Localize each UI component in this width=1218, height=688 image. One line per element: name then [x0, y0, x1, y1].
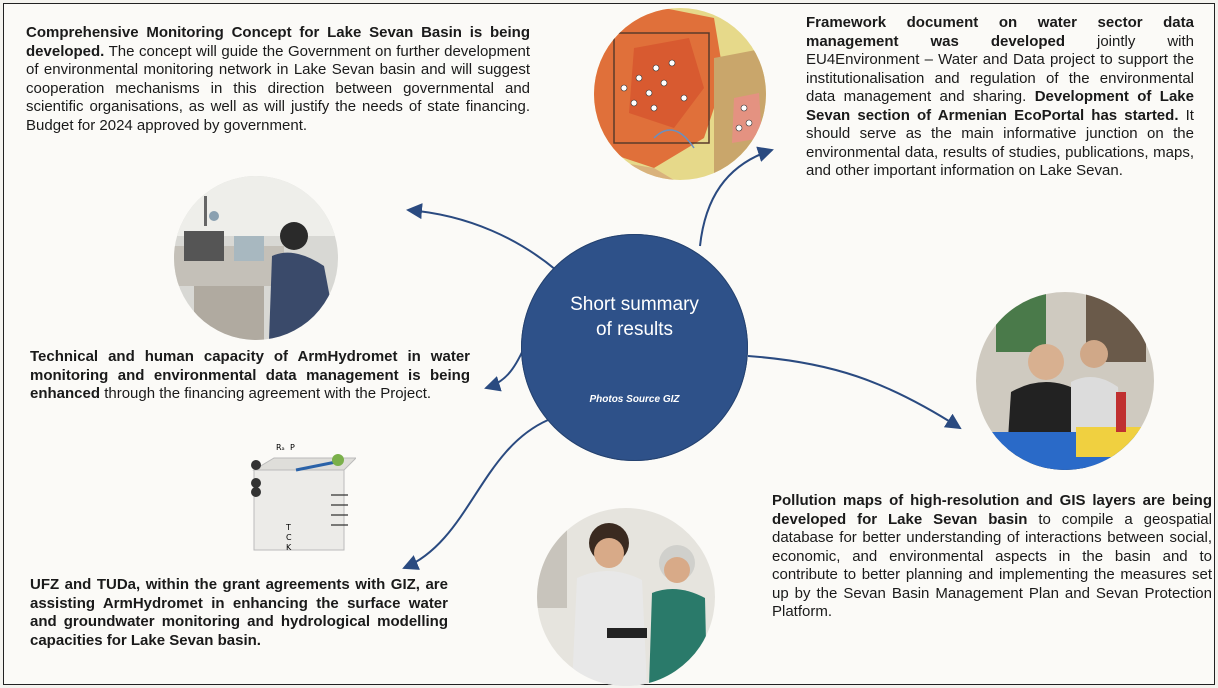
text-monitoring-concept: Comprehensive Monitoring Concept for Lak…: [26, 24, 530, 135]
diagram-label-p: P: [290, 443, 295, 452]
framework-heading: Framework document on water sector data …: [806, 14, 1194, 50]
lab-photo: [174, 176, 338, 340]
gis-photo: [976, 292, 1154, 470]
capacity-heading: Technical and human capacity of ArmHydro…: [30, 348, 470, 402]
people-photo: [537, 508, 715, 686]
diagram-label-ra: Rₐ: [276, 443, 285, 452]
model-diagram: Rₐ P T C K: [226, 440, 358, 560]
hydrology-model-diagram: Rₐ P T C K: [251, 443, 358, 552]
summary-title-line2: of results: [595, 319, 674, 340]
photo-source: Photos Source GIZ: [589, 394, 680, 405]
lab-image: [174, 176, 338, 340]
diagram-label-c: C: [286, 533, 292, 542]
ecoportal-heading: Development of Lake Sevan section of Arm…: [806, 88, 1194, 124]
summary-title: Short summary of results: [521, 292, 748, 342]
text-framework: Framework document on water sector data …: [806, 14, 1194, 181]
text-ufz: UFZ and TUDa, within the grant agreement…: [30, 576, 448, 650]
text-capacity: Technical and human capacity of ArmHydro…: [30, 348, 470, 404]
map-image: [594, 8, 766, 180]
summary-title-line1: Short summary: [570, 294, 699, 315]
diagram-label-t: T: [285, 523, 291, 532]
pollution-heading: Pollution maps of high-resolution and GI…: [772, 492, 1212, 528]
gis-image: [976, 292, 1154, 470]
monitoring-concept-heading: Comprehensive Monitoring Concept for Lak…: [26, 24, 530, 60]
arrow-to-gis: [747, 355, 962, 430]
diagram-label-k: K: [286, 543, 292, 552]
arrow-to-capacity: [484, 347, 525, 392]
arrow-to-framework: [699, 146, 774, 247]
arrow-to-ufz: [402, 419, 549, 570]
text-pollution: Pollution maps of high-resolution and GI…: [772, 492, 1212, 622]
ecoportal-body: It should serve as the main informative …: [806, 106, 1194, 180]
map-photo: [594, 8, 766, 180]
capacity-body: through the financing agreement with the…: [100, 385, 432, 402]
monitoring-concept-body: The concept will guide the Government on…: [26, 42, 530, 134]
arrow-to-lab: [406, 203, 557, 271]
ufz-heading: UFZ and TUDa, within the grant agreement…: [30, 576, 448, 649]
summary-circle: Short summary of results Photos Source G…: [521, 234, 748, 461]
framework-body: jointly with EU4Environment – Water and …: [806, 32, 1195, 106]
people-image: [537, 508, 715, 686]
pollution-body: to compile a geospatial database for bet…: [772, 510, 1212, 621]
